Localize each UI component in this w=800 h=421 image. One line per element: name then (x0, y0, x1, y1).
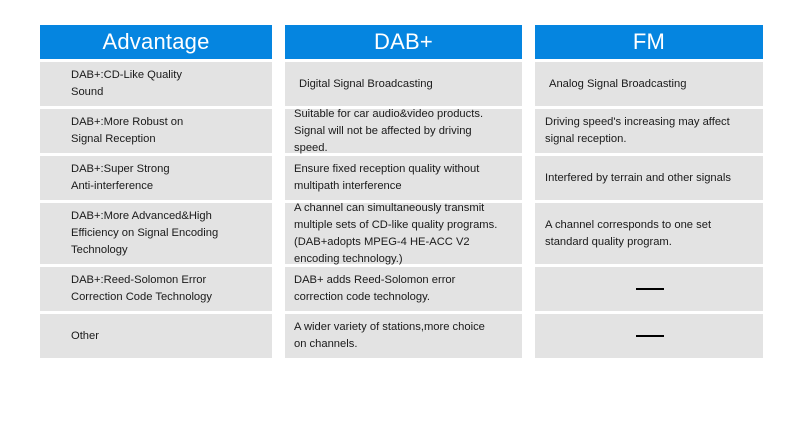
table-cell-advantage-6: Other (40, 314, 272, 358)
table-cell-dabplus-1: Digital Signal Broadcasting (285, 62, 522, 106)
table-cell-fm-2: Driving speed's increasing may affect si… (535, 109, 763, 153)
column-header-dabplus: DAB+ (285, 25, 522, 59)
table-cell-advantage-3: DAB+:Super Strong Anti-interference (40, 156, 272, 200)
em-dash-rule-icon (636, 288, 664, 290)
table-cell-advantage-5: DAB+:Reed-Solomon Error Correction Code … (40, 267, 272, 311)
table-cell-dabplus-2: Suitable for car audio&video products. S… (285, 108, 522, 154)
column-header-advantage: Advantage (40, 25, 272, 59)
table-cell-fm-4: A channel corresponds to one set standar… (535, 203, 763, 264)
column-advantage: Advantage DAB+:CD-Like Quality Sound DAB… (40, 25, 272, 358)
table-cell-fm-3: Interfered by terrain and other signals (535, 156, 763, 200)
column-fm: FM Analog Signal Broadcasting Driving sp… (535, 25, 763, 358)
table-cell-dabplus-5: DAB+ adds Reed-Solomon error correction … (285, 267, 522, 311)
table-cell-fm-6 (535, 314, 763, 358)
column-dabplus: DAB+ Digital Signal Broadcasting Suitabl… (285, 25, 522, 358)
table-cell-advantage-1: DAB+:CD-Like Quality Sound (40, 62, 272, 106)
table-cell-dabplus-6: A wider variety of stations,more choice … (285, 314, 522, 358)
table-cell-advantage-4: DAB+:More Advanced&High Efficiency on Si… (40, 203, 272, 264)
table-cell-dabplus-4: A channel can simultaneously transmit mu… (285, 202, 522, 265)
table-cell-fm-5 (535, 267, 763, 311)
em-dash-rule-icon (636, 335, 664, 337)
column-header-fm: FM (535, 25, 763, 59)
table-cell-dabplus-3: Ensure fixed reception quality without m… (285, 156, 522, 200)
comparison-table: Advantage DAB+:CD-Like Quality Sound DAB… (40, 25, 763, 358)
table-cell-advantage-2: DAB+:More Robust on Signal Reception (40, 109, 272, 153)
table-cell-fm-1: Analog Signal Broadcasting (535, 62, 763, 106)
